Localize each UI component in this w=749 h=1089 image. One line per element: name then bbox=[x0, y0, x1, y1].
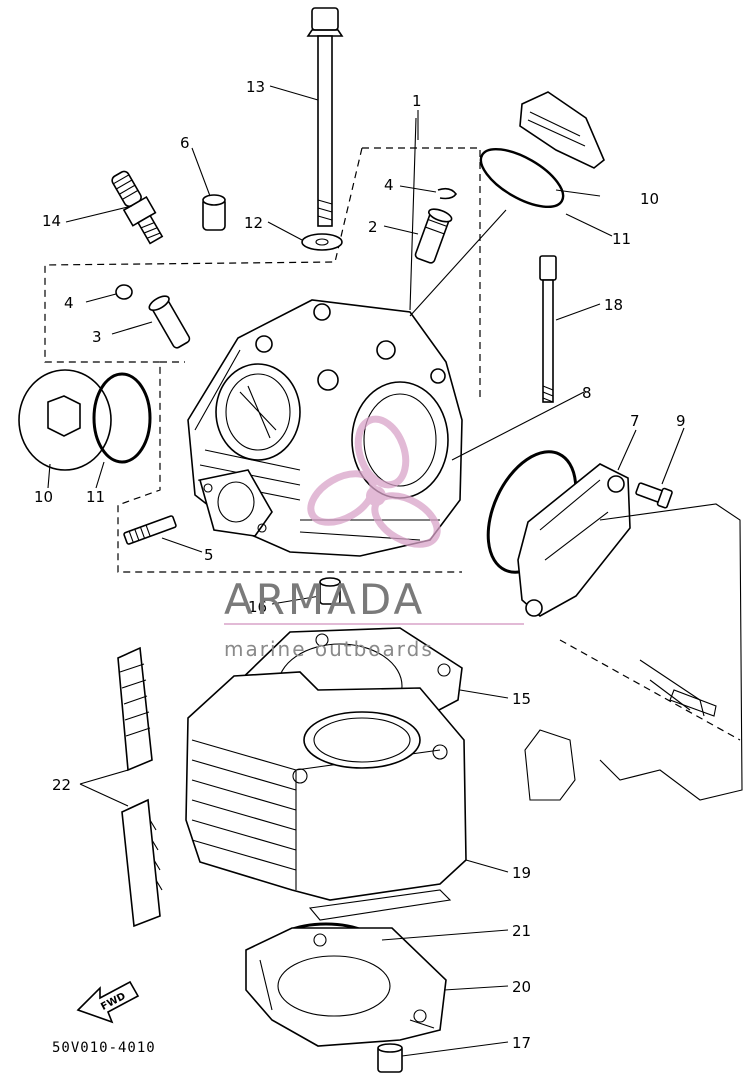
dowel-16 bbox=[319, 577, 341, 605]
watermark-logo-icon bbox=[307, 415, 441, 548]
head-bolt-13 bbox=[306, 7, 344, 227]
callout-15: 15 bbox=[512, 690, 531, 708]
tappet-cover-10-right bbox=[519, 91, 605, 169]
callout-2: 2 bbox=[368, 218, 378, 236]
drawing-code: 50V010-4010 bbox=[52, 1040, 156, 1056]
valve-guide-2 bbox=[414, 208, 453, 264]
leader-lines bbox=[47, 85, 685, 1057]
crankcase-outline bbox=[524, 503, 743, 801]
o-ring-11-left bbox=[92, 372, 152, 464]
assembly-outline-head bbox=[44, 147, 481, 573]
cylinder-head bbox=[187, 299, 463, 557]
callout-10-left: 10 bbox=[34, 488, 53, 506]
callout-5: 5 bbox=[204, 546, 214, 564]
callout-20: 20 bbox=[512, 978, 531, 996]
o-ring-11-right bbox=[479, 148, 565, 208]
watermark: ARMADA marine outboards bbox=[224, 415, 524, 661]
callout-19: 19 bbox=[512, 864, 531, 882]
clip-4-right bbox=[437, 187, 457, 200]
callout-11-right: 11 bbox=[612, 230, 631, 248]
callout-16: 16 bbox=[248, 598, 267, 616]
callout-21: 21 bbox=[512, 922, 531, 940]
cylinder-19 bbox=[185, 671, 467, 921]
callout-14: 14 bbox=[42, 212, 61, 230]
callout-1: 1 bbox=[412, 92, 422, 110]
callout-10-right: 10 bbox=[640, 190, 659, 208]
callout-11-left: 11 bbox=[86, 488, 105, 506]
callout-labels: 13 1 6 4 10 14 12 2 11 4 18 3 8 7 9 10 1… bbox=[34, 78, 686, 1052]
chain-guide-22-upper bbox=[117, 646, 153, 772]
watermark-subtitle: marine outboards bbox=[224, 637, 434, 661]
callout-8: 8 bbox=[582, 384, 592, 402]
spark-plug-14 bbox=[111, 170, 164, 245]
callout-7: 7 bbox=[630, 412, 640, 430]
valve-guide-3 bbox=[148, 295, 191, 349]
dowel-17 bbox=[377, 1043, 403, 1073]
base-gasket-20 bbox=[245, 927, 447, 1047]
washer-12 bbox=[301, 233, 343, 251]
callout-13: 13 bbox=[246, 78, 265, 96]
chain-guide-22-lower bbox=[121, 798, 163, 928]
forward-direction-arrow: FWD bbox=[76, 980, 140, 1024]
callout-18: 18 bbox=[604, 296, 623, 314]
callout-9: 9 bbox=[676, 412, 686, 430]
callout-12: 12 bbox=[244, 214, 263, 232]
cam-cover-7 bbox=[517, 463, 631, 617]
stud-bolt-18 bbox=[539, 255, 557, 403]
callout-3: 3 bbox=[92, 328, 102, 346]
dowel-pin-6 bbox=[202, 194, 226, 231]
watermark-brand: ARMADA bbox=[224, 575, 425, 624]
callout-6: 6 bbox=[180, 134, 190, 152]
bolt-9 bbox=[635, 482, 673, 509]
tappet-cover-10-left bbox=[18, 369, 112, 471]
callout-4-left: 4 bbox=[64, 294, 74, 312]
callout-22: 22 bbox=[52, 776, 71, 794]
clip-4-left bbox=[115, 284, 133, 300]
callout-17: 17 bbox=[512, 1034, 531, 1052]
callout-4-right: 4 bbox=[384, 176, 394, 194]
stud-5 bbox=[123, 515, 177, 545]
